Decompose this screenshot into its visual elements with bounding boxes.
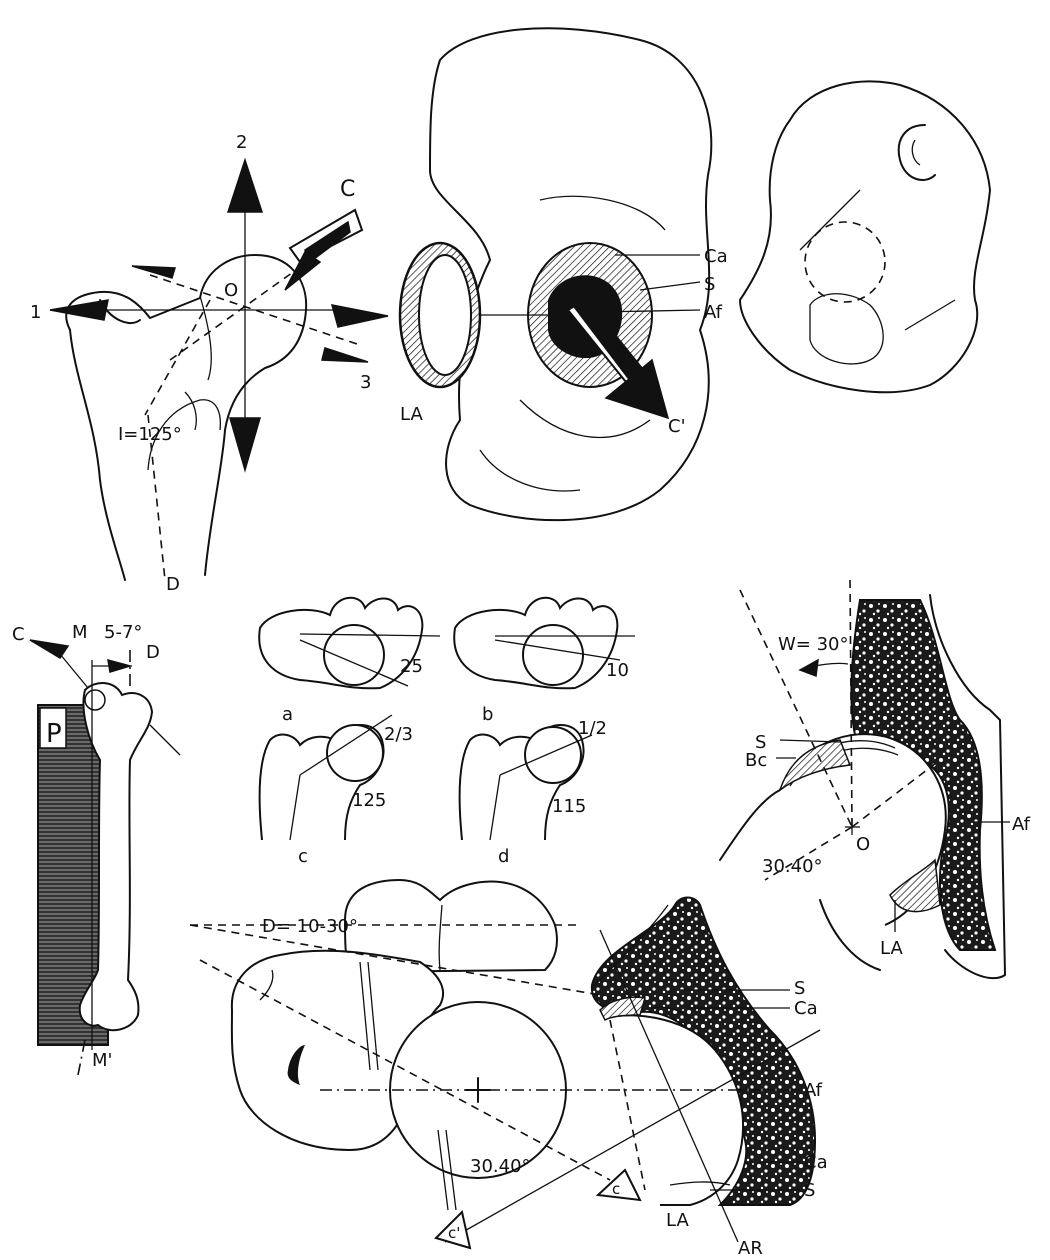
- label-c-small: c: [612, 1180, 620, 1198]
- label-c-prime: C': [668, 416, 686, 437]
- label-angle-i: I=125°: [118, 424, 182, 445]
- label-c: c: [298, 846, 308, 867]
- label-af: Af: [1012, 814, 1031, 835]
- label-s-bottom: S: [804, 1180, 815, 1201]
- variant-b: 10 b: [454, 598, 635, 725]
- label-b: b: [482, 704, 493, 725]
- axis-1-arrow: [50, 300, 108, 320]
- variant-d: 1/2 115 d: [460, 718, 607, 867]
- panel-horizontal-section: D= 10-30° 30.40° c c' S Ca Af Ca S LA AR: [190, 880, 828, 1259]
- panel-pelvis-sketch: [740, 81, 990, 392]
- label-b-value: 10: [606, 660, 629, 681]
- panel-hip-forces: 2 C O 1 3 I=125° D: [30, 132, 388, 595]
- label-axis-3: 3: [360, 372, 371, 393]
- force-c-arrow: [285, 210, 362, 290]
- femur-lateral-outline: [70, 330, 125, 580]
- axis-right-arrow: [332, 305, 388, 327]
- label-p: P: [46, 719, 62, 749]
- label-ca-bottom: Ca: [804, 1152, 828, 1173]
- label-c-fraction: 2/3: [384, 724, 413, 745]
- label-ca: Ca: [704, 246, 728, 267]
- label-d: d: [498, 846, 509, 867]
- label-center-o: O: [224, 280, 238, 301]
- variant-a: 25 a: [259, 598, 440, 725]
- label-angle-5-7: 5-7°: [104, 622, 142, 643]
- label-s: S: [704, 274, 715, 295]
- label-ca-top: Ca: [794, 998, 818, 1019]
- axis-3-arrow: [322, 348, 368, 362]
- label-d-value: 115: [552, 796, 586, 817]
- label-ar: AR: [738, 1238, 763, 1259]
- panel-coronal-section: W= 30° S Bc Af O 30.40° LA: [720, 580, 1031, 978]
- label-a-value: 25: [400, 656, 423, 677]
- label-angle-30-40: 30.40°: [762, 856, 823, 877]
- label-d: D: [146, 642, 160, 663]
- label-la: LA: [880, 938, 903, 959]
- label-c: C: [12, 624, 25, 645]
- label-angle-30-40: 30.40°: [470, 1156, 531, 1177]
- panel-femur-plane: M 5-7° C D P M': [12, 622, 180, 1075]
- label-o: O: [856, 834, 870, 855]
- label-la: LA: [400, 404, 423, 425]
- label-m-prime: M': [92, 1050, 112, 1071]
- label-force-c: C: [340, 177, 355, 202]
- label-axis-2: 2: [236, 132, 247, 153]
- label-wiberg-angle: W= 30°: [778, 634, 849, 655]
- label-bc: Bc: [745, 750, 767, 771]
- label-c-value: 125: [352, 790, 386, 811]
- label-a: a: [282, 704, 293, 725]
- label-c-prime-small: c': [448, 1224, 460, 1242]
- label-s-top: S: [794, 978, 805, 999]
- panel-variants: 25 a 10 b 2/3 125 c 1/2: [259, 598, 635, 867]
- pelvis-sketch-outline: [740, 81, 990, 392]
- label-declination: D= 10-30°: [262, 916, 358, 937]
- axis-2-arrow: [228, 160, 262, 212]
- label-d-fraction: 1/2: [578, 718, 607, 739]
- label-af: Af: [804, 1080, 823, 1101]
- label-la: LA: [666, 1210, 689, 1231]
- force-c-small-arrow: [30, 640, 68, 658]
- variant-c: 2/3 125 c: [260, 715, 413, 867]
- label-d: D: [166, 574, 180, 595]
- panel-acetabulum: Ca S Af LA C': [400, 28, 728, 520]
- label-m: M: [72, 622, 88, 643]
- label-axis-1: 1: [30, 302, 41, 323]
- neck-axis-line: [145, 300, 210, 415]
- axis-down-arrow: [230, 418, 260, 470]
- label-af: Af: [704, 302, 723, 323]
